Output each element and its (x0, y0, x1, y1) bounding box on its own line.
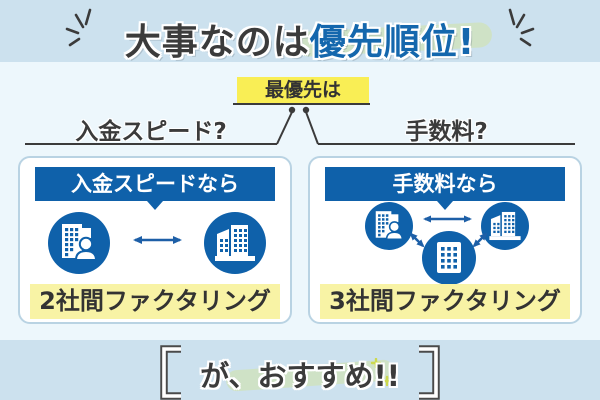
footer-recommendation: が、おすすめ!! (200, 359, 400, 393)
company-with-user-icon (365, 202, 413, 250)
factoring-company-icon (204, 212, 266, 274)
diagonal-arrow-icon (472, 232, 488, 248)
priority-label: 最優先は (237, 77, 369, 104)
card-speed: 入金スピードなら (18, 156, 292, 324)
page-title-prefix: 大事なのは (124, 22, 310, 63)
page-title: 大事なのは優先順位! (0, 13, 600, 65)
debtor-company-icon (422, 231, 476, 285)
card-fee-label: 3社間ファクタリング (320, 284, 570, 319)
card-fee: 手数料なら (308, 156, 582, 324)
bracket-right-icon (419, 345, 440, 400)
sparkle-icon (370, 358, 393, 387)
diagonal-arrow-icon (409, 232, 425, 248)
card-speed-illustration (48, 212, 266, 274)
card-fee-header: 手数料なら (325, 167, 565, 201)
company-with-user-icon (48, 212, 110, 274)
card-speed-header: 入金スピードなら (35, 167, 275, 201)
option-right-label: 手数料? (405, 119, 488, 145)
factoring-company-icon (481, 202, 529, 250)
page-title-highlight: 優先順位! (309, 22, 476, 63)
option-left-label: 入金スピード? (75, 119, 227, 145)
bracket-left-icon (160, 345, 181, 400)
card-speed-label: 2社間ファクタリング (30, 284, 280, 319)
connector-lines (25, 103, 575, 145)
card-fee-illustration (365, 202, 529, 285)
emphasis-lines-right-icon (508, 8, 535, 47)
emphasis-lines-left-icon (65, 8, 92, 47)
